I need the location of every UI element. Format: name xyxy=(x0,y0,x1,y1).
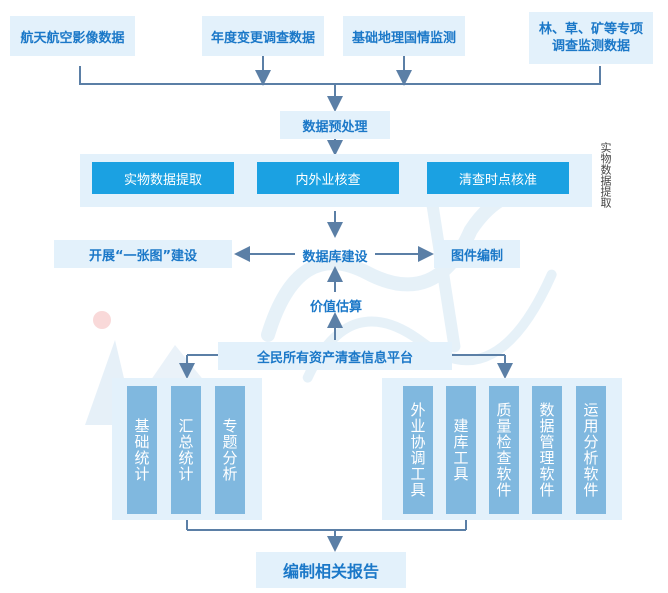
source-aerial-imagery: 航天航空影像数据 xyxy=(10,16,135,56)
side-label: 实物数据提取 xyxy=(599,142,612,208)
preprocess-box: 数据预处理 xyxy=(280,111,390,139)
database-box: 数据库建设 xyxy=(302,249,368,265)
column-database-tool: 建库工具 xyxy=(446,386,476,514)
column-analysis-software: 运用分析软件 xyxy=(576,386,606,514)
column-basic-statistics: 基础统计 xyxy=(127,386,157,514)
column-thematic-analysis: 专题分析 xyxy=(215,386,245,514)
extraction-time-verify: 清查时点核准 xyxy=(427,162,569,194)
extraction-field-check: 内外业核查 xyxy=(257,162,399,194)
valuation-box: 价值估算 xyxy=(309,299,362,315)
column-summary-statistics: 汇总统计 xyxy=(171,386,201,514)
source-special-survey-line2: 调查监测数据 xyxy=(551,39,630,54)
one-map-box: 开展“一张图”建设 xyxy=(54,240,232,268)
source-special-survey-line1: 林、草、矿等专项 xyxy=(538,22,643,37)
column-quality-check-software: 质量检查软件 xyxy=(489,386,519,514)
column-data-management-software: 数据管理软件 xyxy=(532,386,562,514)
map-compile-box: 图件编制 xyxy=(434,240,520,268)
source-annual-change-survey: 年度变更调查数据 xyxy=(202,16,324,56)
extraction-physical-data: 实物数据提取 xyxy=(92,162,234,194)
column-field-coordination-tool: 外业协调工具 xyxy=(403,386,433,514)
report-box: 编制相关报告 xyxy=(256,552,406,588)
source-geographic-monitoring: 基础地理国情监测 xyxy=(343,16,465,56)
source-special-survey: 林、草、矿等专项 调查监测数据 xyxy=(529,12,653,64)
platform-box: 全民所有资产清查信息平台 xyxy=(218,342,452,370)
